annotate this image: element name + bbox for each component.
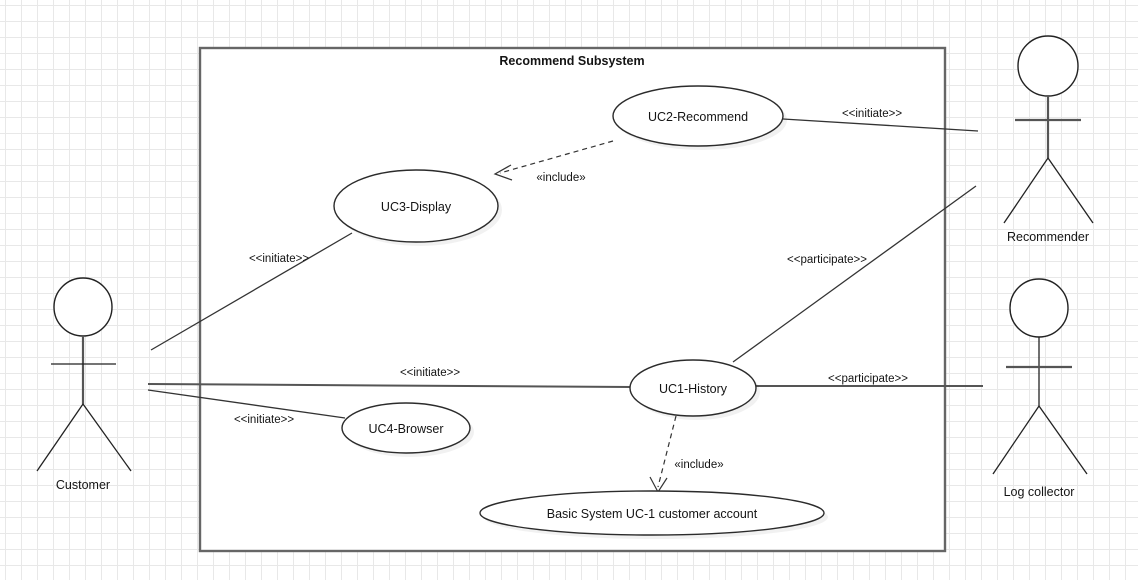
connector-label-customer-uc1: <<initiate>> (400, 367, 460, 379)
use-case-uc3-display[interactable] (333, 169, 499, 243)
actor-log-collector-leg-right (1038, 405, 1088, 475)
use-case-uc2-label: UC2-Recommend (648, 110, 748, 124)
actor-recommender-leg-right (1047, 157, 1094, 224)
connector-label-recommender-uc2: <<initiate>> (842, 108, 902, 120)
use-case-uc2-recommend[interactable] (612, 85, 784, 147)
actor-log-collector[interactable]: Log collector (992, 278, 1088, 499)
connector-recommender-uc1 (732, 185, 977, 363)
connector-label-uc2-uc3: «include» (536, 172, 585, 184)
actor-recommender[interactable]: Recommender (1003, 35, 1094, 244)
connector-label-customer-uc4: <<initiate>> (234, 414, 294, 426)
actor-recommender-head-icon (1017, 35, 1079, 97)
connector-label-logcollector-uc1: <<participate>> (828, 373, 908, 385)
connector-label-customer-uc3: <<initiate>> (249, 253, 309, 265)
connector-customer-uc4 (147, 389, 346, 419)
connector-customer-uc1 (147, 383, 632, 388)
connector-recommender-uc2 (782, 118, 979, 132)
subsystem-title: Recommend Subsystem (499, 54, 644, 68)
subsystem-boundary (198, 46, 947, 553)
actor-customer-label: Customer (56, 478, 110, 492)
actor-log-collector-leg-left (992, 405, 1040, 475)
connector-label-recommender-uc1: <<participate>> (787, 254, 867, 266)
actor-customer[interactable]: Customer (36, 277, 132, 492)
use-case-uc1-history[interactable] (629, 359, 757, 417)
use-case-uc4-label: UC4-Browser (368, 422, 443, 436)
connector-uc2-uc3-include (499, 140, 614, 174)
arrowhead-uc2-uc3 (493, 164, 513, 181)
actor-recommender-leg-left (1003, 157, 1049, 224)
actor-recommender-label: Recommender (1007, 230, 1089, 244)
actor-customer-leg-right (82, 403, 132, 472)
use-case-uc3-label: UC3-Display (381, 200, 452, 214)
use-case-basic-system-customer-account[interactable] (479, 490, 825, 536)
use-case-uc4-browser[interactable] (341, 402, 471, 454)
connector-uc1-base-include (657, 415, 677, 488)
connector-label-uc1-base: «include» (674, 459, 723, 471)
use-case-uc1-label: UC1-History (659, 382, 728, 396)
actor-log-collector-head-icon (1009, 278, 1069, 338)
actor-customer-leg-left (36, 403, 84, 472)
use-case-basic-system-label: Basic System UC-1 customer account (547, 507, 758, 521)
connector-customer-uc3 (150, 232, 353, 351)
actor-log-collector-label: Log collector (1004, 485, 1075, 499)
actor-customer-head-icon (53, 277, 113, 337)
